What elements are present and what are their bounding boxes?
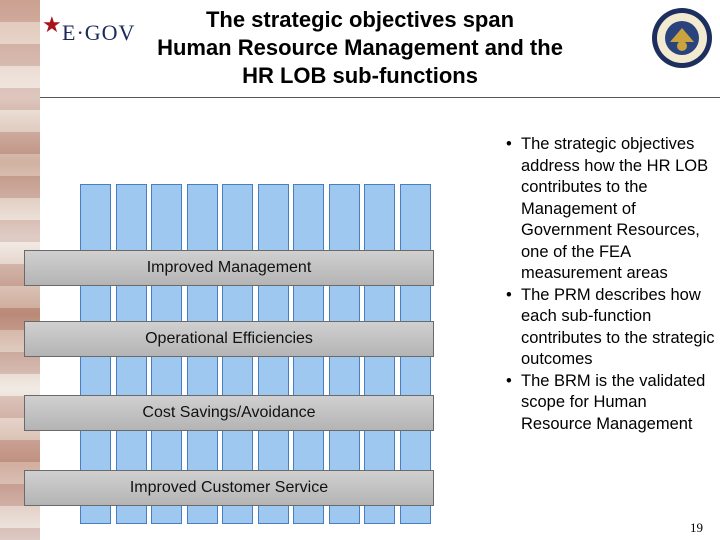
band-label: Improved Management: [146, 259, 312, 276]
star-icon: ★: [42, 12, 62, 37]
logo-text: E·GOV: [62, 20, 136, 45]
title-line-3: HR LOB sub-functions: [242, 63, 478, 88]
band-label: Improved Customer Service: [129, 479, 329, 496]
band-label: Operational Efficiencies: [145, 330, 313, 347]
slide-title: The strategic objectives span Human Reso…: [120, 6, 600, 90]
bullet-list: The strategic objectives address how the…: [492, 134, 718, 435]
objective-band-cost-savings: Cost Savings/Avoidance: [24, 395, 434, 431]
title-line-1: The strategic objectives span: [205, 7, 515, 32]
objective-band-operational-efficiencies: Operational Efficiencies: [24, 321, 434, 357]
title-line-2: Human Resource Management and the: [157, 35, 563, 60]
page-number: 19: [690, 520, 703, 535]
objective-band-improved-management: Improved Management: [24, 250, 434, 286]
bullet-item: The BRM is the validated scope for Human…: [492, 371, 718, 436]
objective-band-customer-service: Improved Customer Service: [24, 470, 434, 506]
title-divider: [40, 97, 720, 98]
band-label: Cost Savings/Avoidance: [142, 404, 316, 421]
bullet-item: The strategic objectives address how the…: [492, 134, 718, 285]
bullet-item: The PRM describes how each sub-function …: [492, 285, 718, 371]
agency-seal-icon: [652, 8, 712, 68]
